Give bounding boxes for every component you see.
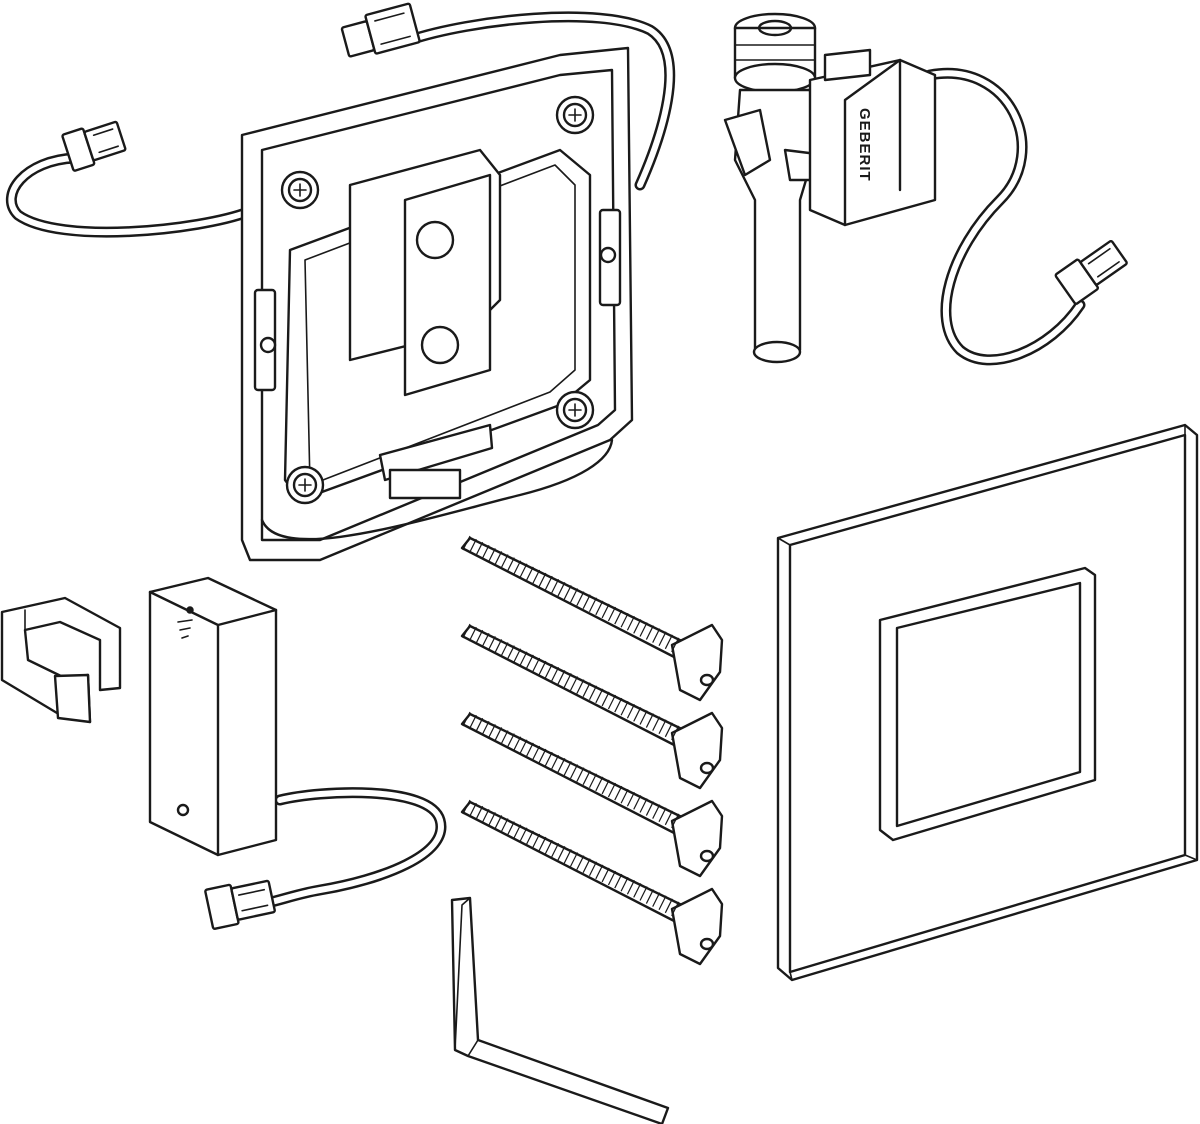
cover-plate-icon [776, 423, 1199, 982]
retaining-clip-icon [0, 596, 122, 724]
hex-key-icon [450, 896, 670, 1124]
threaded-screw-icon [460, 536, 724, 702]
mounting-frame-icon [5, 2, 676, 562]
screw-threads [462, 535, 680, 917]
screw-set [460, 535, 724, 966]
battery-box-icon [148, 576, 447, 930]
solenoid-valve-icon: GEBERIT [723, 12, 1128, 366]
threaded-screw-icon [460, 712, 724, 878]
threaded-screw-icon [460, 624, 724, 790]
brand-label: GEBERIT [856, 108, 873, 182]
